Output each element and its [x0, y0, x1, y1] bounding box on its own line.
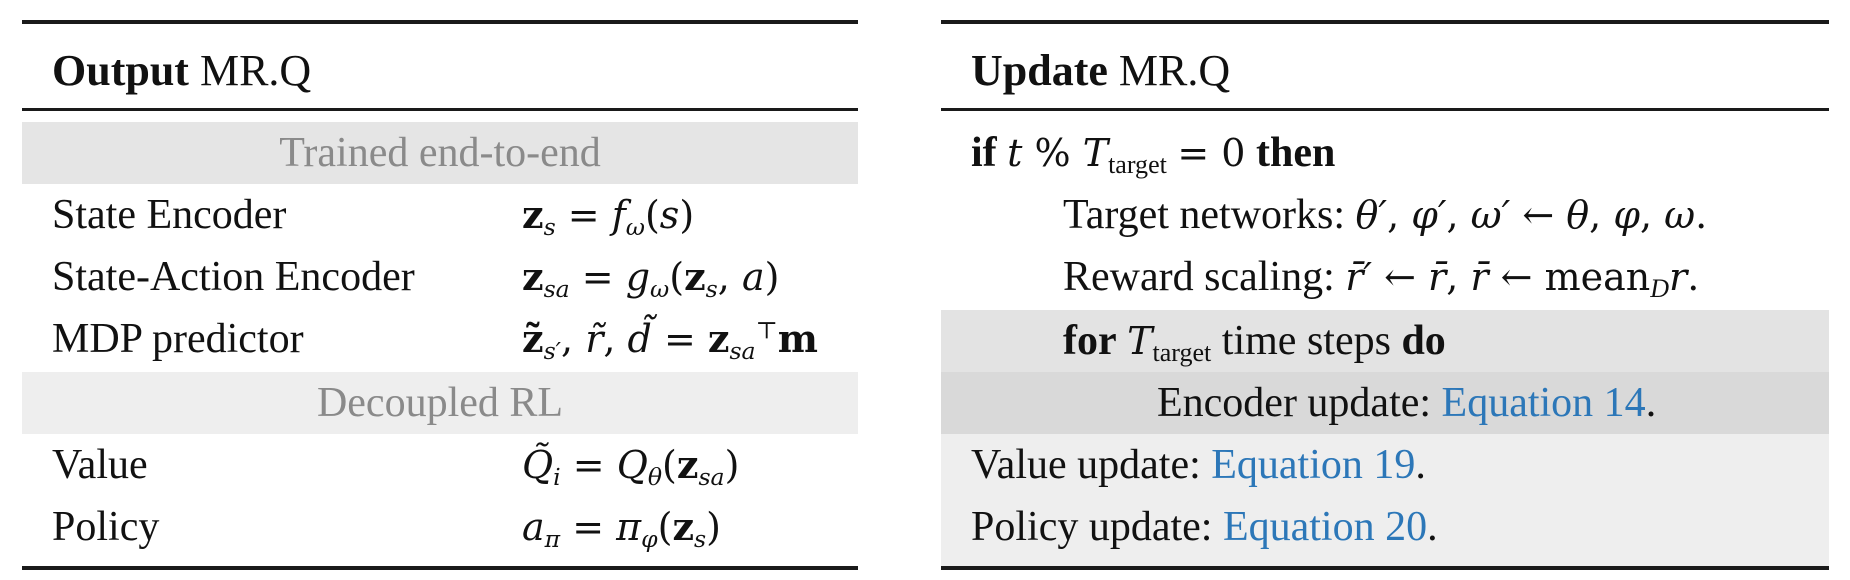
- bottom-rule: [941, 566, 1829, 570]
- for-keyword: for: [1063, 318, 1117, 364]
- policy-update-label: Policy update:: [971, 504, 1213, 550]
- reward-scaling-line: Reward scaling: r̄′ ← r̄, r̄ ← meanDr.: [1063, 254, 1700, 304]
- rl-update-band: [941, 434, 1829, 568]
- target-subscript: target: [1108, 150, 1167, 180]
- if-keyword: if: [971, 130, 997, 176]
- target-subscript: target: [1152, 338, 1212, 368]
- equation-14-link[interactable]: Equation 14: [1441, 380, 1646, 426]
- row-label: Policy: [52, 504, 160, 550]
- policy-update-line: Policy update: Equation 20.: [971, 504, 1438, 550]
- then-keyword: then: [1255, 130, 1336, 176]
- value-update-line: Value update: Equation 19.: [971, 442, 1426, 488]
- target-networks-label: Target networks:: [1063, 192, 1346, 238]
- output-table-title: Output MR.Q: [52, 46, 311, 96]
- equation-19-link[interactable]: Equation 19: [1211, 442, 1416, 488]
- title-rest: MR.Q: [1118, 46, 1231, 95]
- mean-operator: mean: [1544, 255, 1651, 299]
- row-label: MDP predictor: [52, 316, 304, 362]
- row-label: Value: [52, 442, 148, 488]
- section-decoupled-rl: Decoupled RL: [316, 380, 564, 426]
- for-line: for Ttarget time steps do: [1063, 318, 1446, 368]
- section-trained-end-to-end: Trained end-to-end: [279, 130, 601, 176]
- table-row: State-Action Encoder zsa = gω(zs, a): [22, 246, 858, 308]
- table-row: State Encoder zs = fω(s): [22, 184, 858, 246]
- if-line: if t % Ttarget = 0 then: [971, 130, 1336, 180]
- target-networks-line: Target networks: θ′, φ′, ω′ ← θ, φ, ω.: [1063, 192, 1708, 238]
- encoder-update-line: Encoder update: Equation 14.: [1157, 380, 1657, 426]
- encoder-update-label: Encoder update:: [1157, 380, 1432, 426]
- reward-scaling-label: Reward scaling:: [1063, 254, 1335, 300]
- top-rule: [22, 20, 858, 24]
- section-band-trained: [22, 122, 858, 184]
- value-update-label: Value update:: [971, 442, 1201, 488]
- encoder-band: [941, 372, 1829, 434]
- bottom-rule: [22, 566, 858, 570]
- top-rule: [941, 20, 1829, 24]
- table-row: Policy aπ = πφ(zs): [22, 496, 858, 558]
- header-rule: [941, 108, 1829, 111]
- row-label: State-Action Encoder: [52, 254, 415, 300]
- row-label: State Encoder: [52, 192, 287, 238]
- title-bold: Output: [52, 46, 189, 95]
- time-steps-text: time steps: [1221, 318, 1391, 364]
- header-rule: [22, 108, 858, 111]
- do-keyword: do: [1401, 318, 1446, 364]
- row-equation: z̃s′, r̃, d̃ = zsa⊤m: [522, 316, 818, 365]
- row-equation: zsa = gω(zs, a): [522, 254, 780, 303]
- update-algorithm-title: Update MR.Q: [971, 46, 1230, 96]
- table-row: Value Q̃i = Qθ(zsa): [22, 434, 858, 496]
- title-rest: MR.Q: [199, 46, 312, 95]
- section-band-decoupled: [22, 372, 858, 434]
- loop-band: [941, 310, 1829, 372]
- row-equation: Q̃i = Qθ(zsa): [522, 442, 740, 491]
- row-equation: aπ = πφ(zs): [522, 504, 721, 553]
- row-equation: zs = fω(s): [522, 192, 695, 241]
- equation-20-link[interactable]: Equation 20: [1222, 504, 1428, 550]
- title-bold: Update: [971, 46, 1108, 95]
- table-row: MDP predictor z̃s′, r̃, d̃ = zsa⊤m: [22, 308, 858, 370]
